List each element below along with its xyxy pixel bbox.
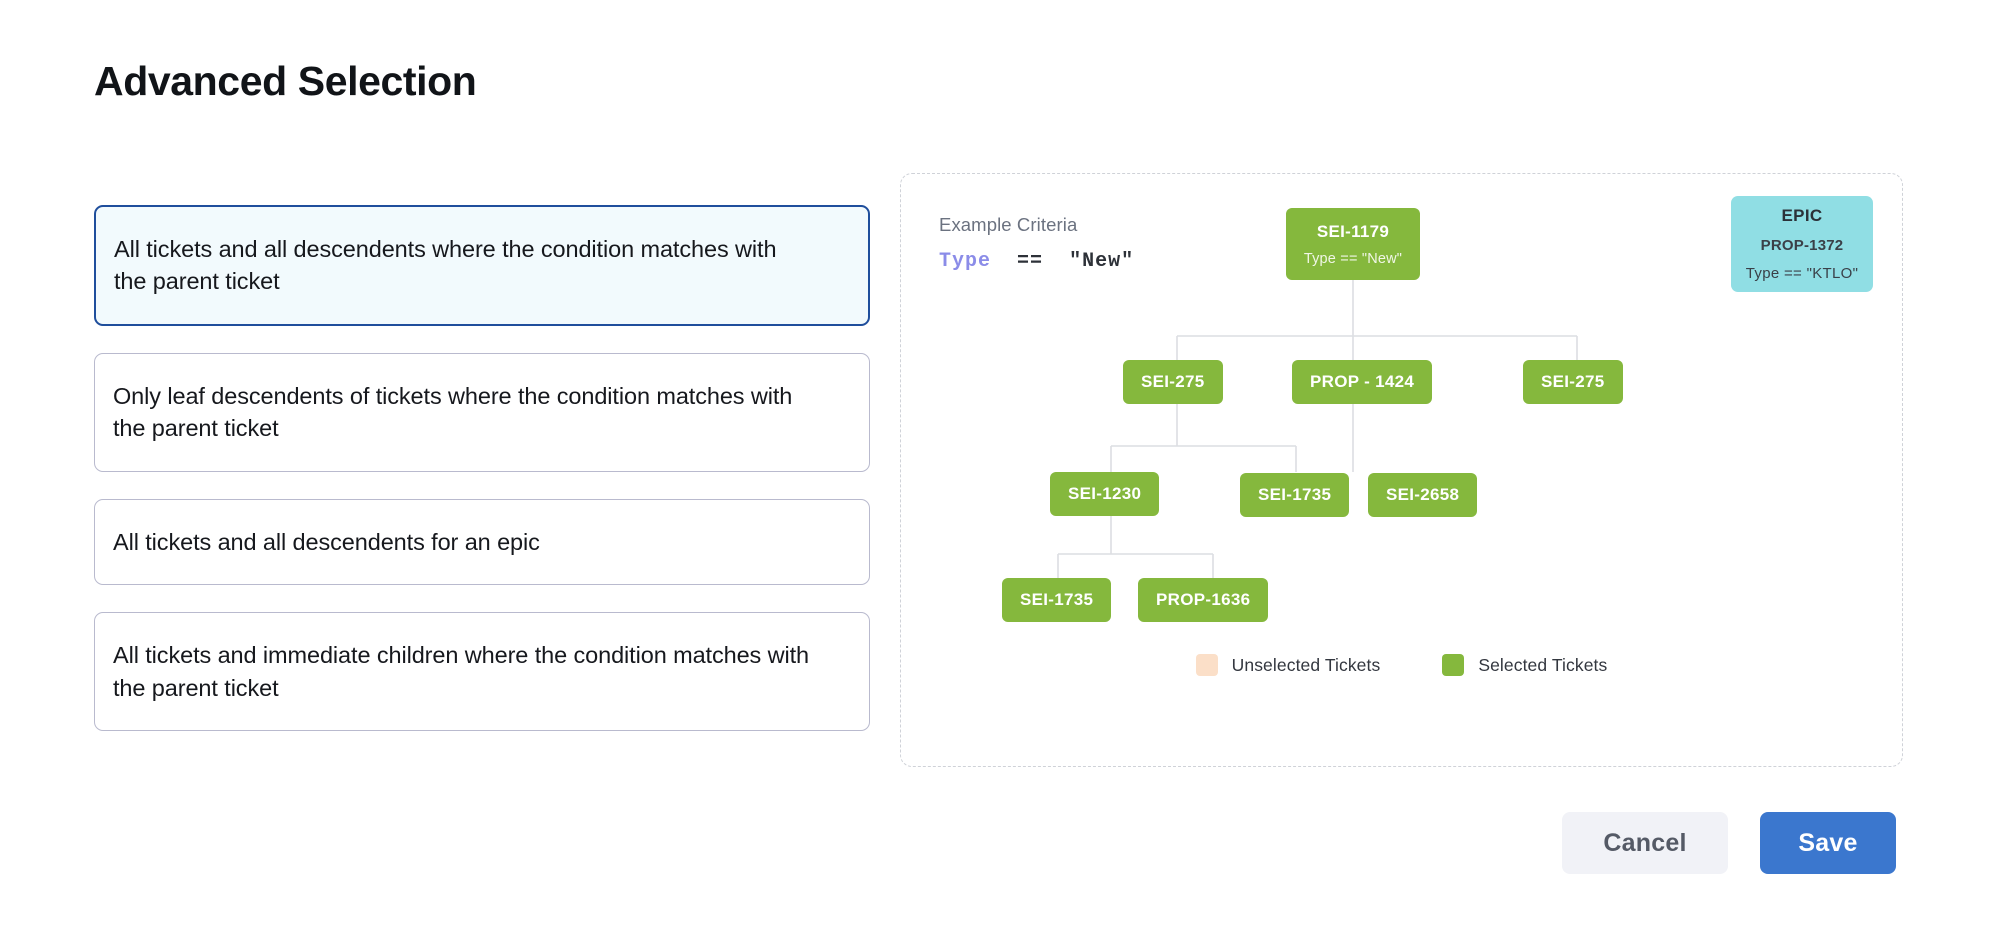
tree-node-epic-prop-1372[interactable]: EPIC PROP-1372 Type == "KTLO"	[1731, 196, 1873, 292]
legend-item-unselected: Unselected Tickets	[1195, 654, 1381, 676]
node-id: SEI-1230	[1068, 484, 1142, 503]
option-label: All tickets and all descendents for an e…	[113, 528, 540, 555]
node-id: SEI-275	[1541, 372, 1605, 391]
node-id: PROP-1636	[1156, 590, 1251, 609]
node-id: PROP-1372	[1760, 237, 1844, 254]
tree-node-sei-1735-leaf[interactable]: SEI-1735	[1002, 578, 1112, 622]
tree-node-sei-275-right[interactable]: SEI-275	[1523, 360, 1623, 404]
legend-item-selected: Selected Tickets	[1442, 654, 1607, 676]
tree-node-prop-1424[interactable]: PROP - 1424	[1292, 360, 1433, 404]
selected-swatch-icon	[1442, 654, 1465, 676]
example-diagram-panel: Example Criteria Type == "New"	[900, 173, 1903, 767]
criteria-keyword: Type	[939, 250, 992, 273]
node-epic-title: EPIC	[1781, 206, 1823, 225]
node-id: SEI-1179	[1316, 221, 1390, 241]
option-label: All tickets and all descendents where th…	[114, 236, 777, 295]
node-id: SEI-2658	[1386, 485, 1460, 504]
node-id: SEI-1735	[1258, 485, 1332, 504]
page-title: Advanced Selection	[94, 58, 477, 104]
save-button[interactable]: Save	[1760, 812, 1896, 874]
option-list: All tickets and all descendents where th…	[94, 205, 870, 758]
criteria-operator: ==	[1017, 250, 1044, 273]
cancel-button[interactable]: Cancel	[1562, 812, 1728, 874]
tree-node-sei-2658[interactable]: SEI-2658	[1368, 473, 1478, 517]
node-condition: Type == "KTLO"	[1745, 265, 1859, 282]
tree-node-sei-1230[interactable]: SEI-1230	[1050, 472, 1160, 516]
tree-node-sei-275-left[interactable]: SEI-275	[1123, 360, 1223, 404]
unselected-swatch-icon	[1195, 654, 1218, 676]
node-id: SEI-275	[1141, 372, 1205, 391]
dialog-footer: Cancel Save	[1562, 812, 1896, 874]
node-condition: Type == "New"	[1303, 250, 1403, 267]
option-card-leaf-descendents[interactable]: Only leaf descendents of tickets where t…	[94, 352, 870, 472]
tree-node-prop-1636[interactable]: PROP-1636	[1138, 578, 1269, 622]
diagram-legend: Unselected Tickets Selected Tickets	[901, 654, 1902, 676]
option-label: Only leaf descendents of tickets where t…	[113, 382, 793, 442]
node-id: PROP - 1424	[1310, 372, 1415, 391]
legend-label: Selected Tickets	[1478, 654, 1608, 675]
option-card-epic-descendents[interactable]: All tickets and all descendents for an e…	[94, 498, 870, 586]
criteria-value: "New"	[1069, 250, 1135, 273]
option-label: All tickets and immediate children where…	[113, 642, 810, 701]
option-card-all-descendents[interactable]: All tickets and all descendents where th…	[94, 205, 870, 326]
criteria-expression: Type == "New"	[939, 250, 1134, 273]
option-card-immediate-children[interactable]: All tickets and immediate children where…	[94, 612, 870, 731]
legend-label: Unselected Tickets	[1231, 654, 1381, 675]
criteria-label: Example Criteria	[939, 214, 1078, 235]
node-id: SEI-1735	[1020, 590, 1094, 609]
tree-node-sei-1179[interactable]: SEI-1179 Type == "New"	[1286, 208, 1420, 280]
tree-node-sei-1735-mid[interactable]: SEI-1735	[1240, 473, 1350, 517]
